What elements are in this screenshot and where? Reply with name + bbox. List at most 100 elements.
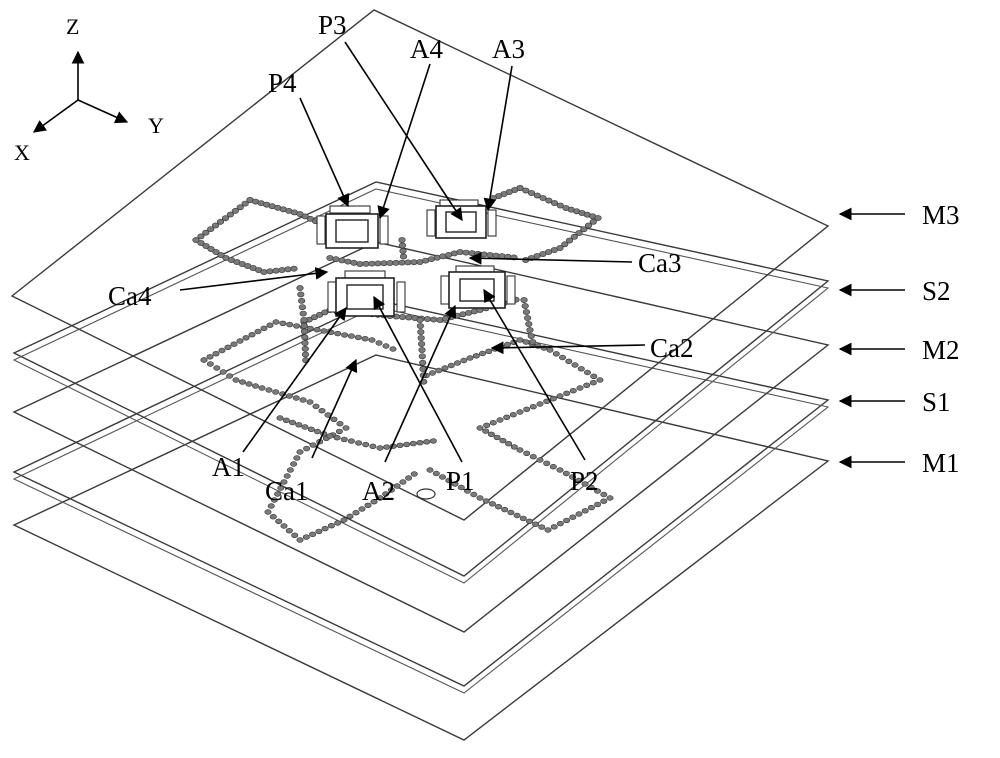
via-dot [220,370,226,375]
via-dot [301,329,308,334]
via-dot [483,499,489,504]
via-dot [327,255,334,260]
via-dot [259,386,265,391]
via-dot [376,341,382,346]
via-dot [303,535,309,540]
via-dot [362,336,368,341]
via-dot [348,439,354,444]
via-dot [551,524,557,529]
via-dot [314,327,320,332]
via-dot [277,416,283,421]
via-dot [467,356,473,361]
via-dot [343,426,349,431]
y-axis-arrow [78,100,127,122]
via-dot [537,402,543,407]
via-dot [387,260,394,265]
via-dot [424,439,430,444]
via-dot [214,366,220,371]
via-dot [539,525,545,530]
via-dot [504,415,510,420]
via-dot [523,309,530,314]
via-dot [490,420,496,425]
via-dot [355,441,361,446]
via-dot [576,512,582,517]
via-dot [510,412,516,417]
via-dot [524,315,531,320]
layer-label-s2: S2 [922,276,951,306]
via-dot [524,451,530,456]
via-dot [487,252,494,257]
via-dot [399,314,406,319]
via-dot [411,472,417,477]
via-dot [417,440,423,445]
via-dot [369,338,375,343]
via-dot [404,442,410,447]
via-dot [436,368,442,373]
label-ca2: Ca2 [650,333,694,363]
via-dot [484,423,490,428]
layer-label-s1: S1 [922,387,951,417]
via-dot [523,340,529,345]
via-dot [526,519,532,524]
via-dot [280,321,286,326]
via-dot [279,267,286,272]
z-axis-label: Z [66,14,79,39]
via-dot [454,361,460,366]
layer-labels: M3 S2 M2 S1 M1 [922,200,960,478]
via-dot [400,480,406,485]
via-dot [577,386,583,391]
via-dot [226,374,232,379]
via-dot [335,331,341,336]
via-dot [353,510,359,515]
via-dot [524,407,530,412]
via-dot [249,332,255,337]
via-dot [400,248,407,253]
via-dot [359,507,365,512]
via-dot [334,435,340,440]
via-dot [357,261,364,266]
via-dot [517,338,523,343]
via-dot [427,468,433,473]
via-dot [475,251,482,256]
label-a4: A4 [410,34,443,64]
via-dot [417,323,424,328]
via-dot [322,526,328,531]
via-dot [488,432,494,437]
via-dot [287,322,293,327]
via-dot [363,442,369,447]
via-dot [493,253,500,258]
via-dot [201,358,207,363]
via-dot [370,444,376,449]
via-dot [399,260,406,265]
via-dot [302,425,308,430]
via-dot [243,335,249,340]
leader-p3 [345,42,462,220]
via-dot [406,315,413,320]
via-dot [289,420,295,425]
via-dot [529,339,536,344]
via-dot [363,261,370,266]
via-dot [502,507,508,512]
via-dot [302,346,309,351]
via-dot [424,316,431,321]
via-dot [286,528,292,533]
layer-label-m1: M1 [922,448,960,478]
via-dot [375,261,382,266]
via-dot [283,418,289,423]
via-dot [273,320,279,325]
via-dot [530,404,536,409]
leader-ca2 [492,345,645,348]
label-a2: A2 [362,476,395,506]
x-axis-arrow [34,100,78,132]
via-dot [527,327,534,332]
label-ca3: Ca3 [638,248,682,278]
via-dot [557,394,563,399]
via-dot [231,342,237,347]
via-dot [267,323,273,328]
via-dot [281,524,287,529]
via-dot [570,388,576,393]
via-dot [497,418,503,423]
via-dot [457,249,464,254]
via-dot [313,404,319,409]
via-dot [405,260,412,265]
